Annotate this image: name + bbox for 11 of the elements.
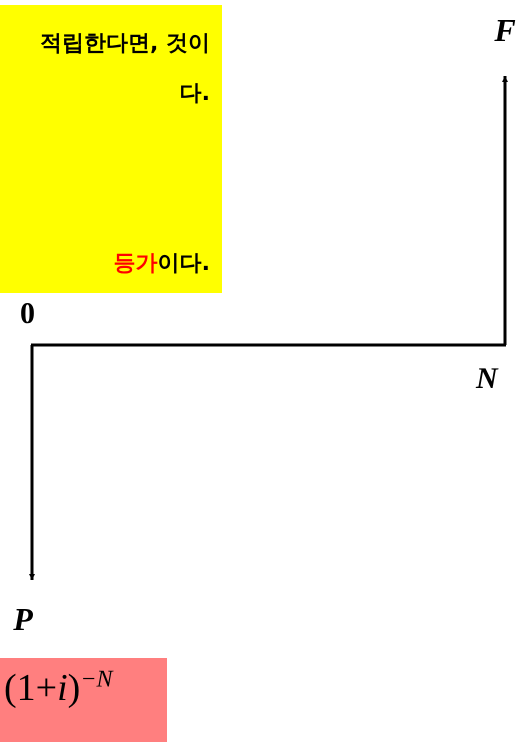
cash-flow-arrow (502, 76, 508, 345)
note-text: 등가이다. (114, 250, 210, 278)
cash-flow-arrow (29, 345, 35, 580)
period-label: N (476, 362, 498, 396)
period-label: 0 (20, 297, 35, 331)
formula-box (0, 658, 167, 742)
note-text: 적립한다면, 것이다. (38, 30, 210, 108)
discount-formula: (1+i)$^{−N}$ (4, 666, 113, 710)
present-value-label: P (6, 598, 40, 640)
note-box (0, 5, 222, 293)
future-value-label: F (488, 10, 522, 50)
